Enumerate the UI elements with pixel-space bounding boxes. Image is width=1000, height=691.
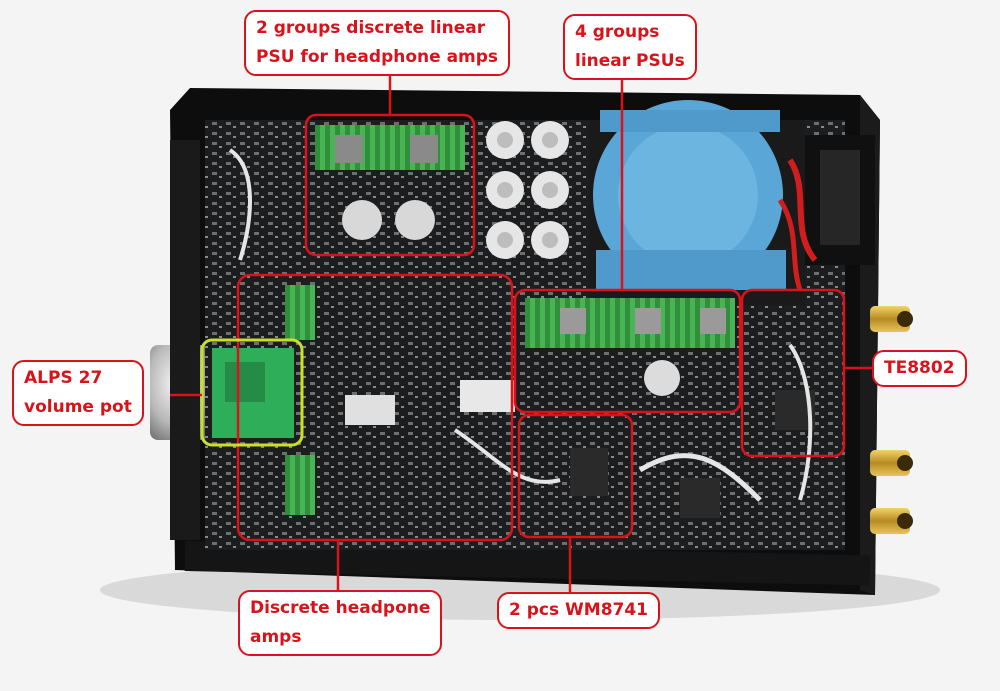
label-te8802: TE8802 (872, 350, 967, 387)
label-dac-chips-line1: 2 pcs WM8741 (509, 600, 649, 620)
label-headphone-psu-line1: 2 groups discrete linear (256, 18, 486, 38)
label-headphone-psu: 2 groups discrete linear PSU for headpho… (244, 10, 511, 76)
highlight-dac-chips (517, 413, 634, 539)
label-headphone-psu-line2: PSU for headphone amps (256, 47, 499, 67)
leader-lines (170, 74, 872, 592)
rca-jacks (870, 306, 913, 534)
filter-capacitors (342, 121, 680, 396)
label-volume-pot: ALPS 27 volume pot (12, 360, 144, 426)
label-volume-pot-line1: ALPS 27 (24, 368, 103, 388)
label-linear-psus-line2: linear PSUs (575, 51, 685, 71)
label-linear-psus-line1: 4 groups (575, 22, 660, 42)
label-headphone-amps: Discrete headpone amps (238, 590, 443, 656)
label-headphone-amps-line2: amps (250, 627, 302, 647)
label-volume-pot-line2: volume pot (24, 397, 132, 417)
highlight-linear-psus (513, 288, 742, 414)
highlight-volume-pot (200, 338, 304, 447)
label-linear-psus: 4 groups linear PSUs (563, 14, 697, 80)
highlight-headphone-amps (236, 273, 514, 542)
highlight-te8802 (740, 288, 846, 458)
label-headphone-amps-line1: Discrete headpone (250, 598, 431, 618)
label-te8802-line1: TE8802 (884, 358, 955, 378)
label-dac-chips: 2 pcs WM8741 (497, 592, 661, 629)
